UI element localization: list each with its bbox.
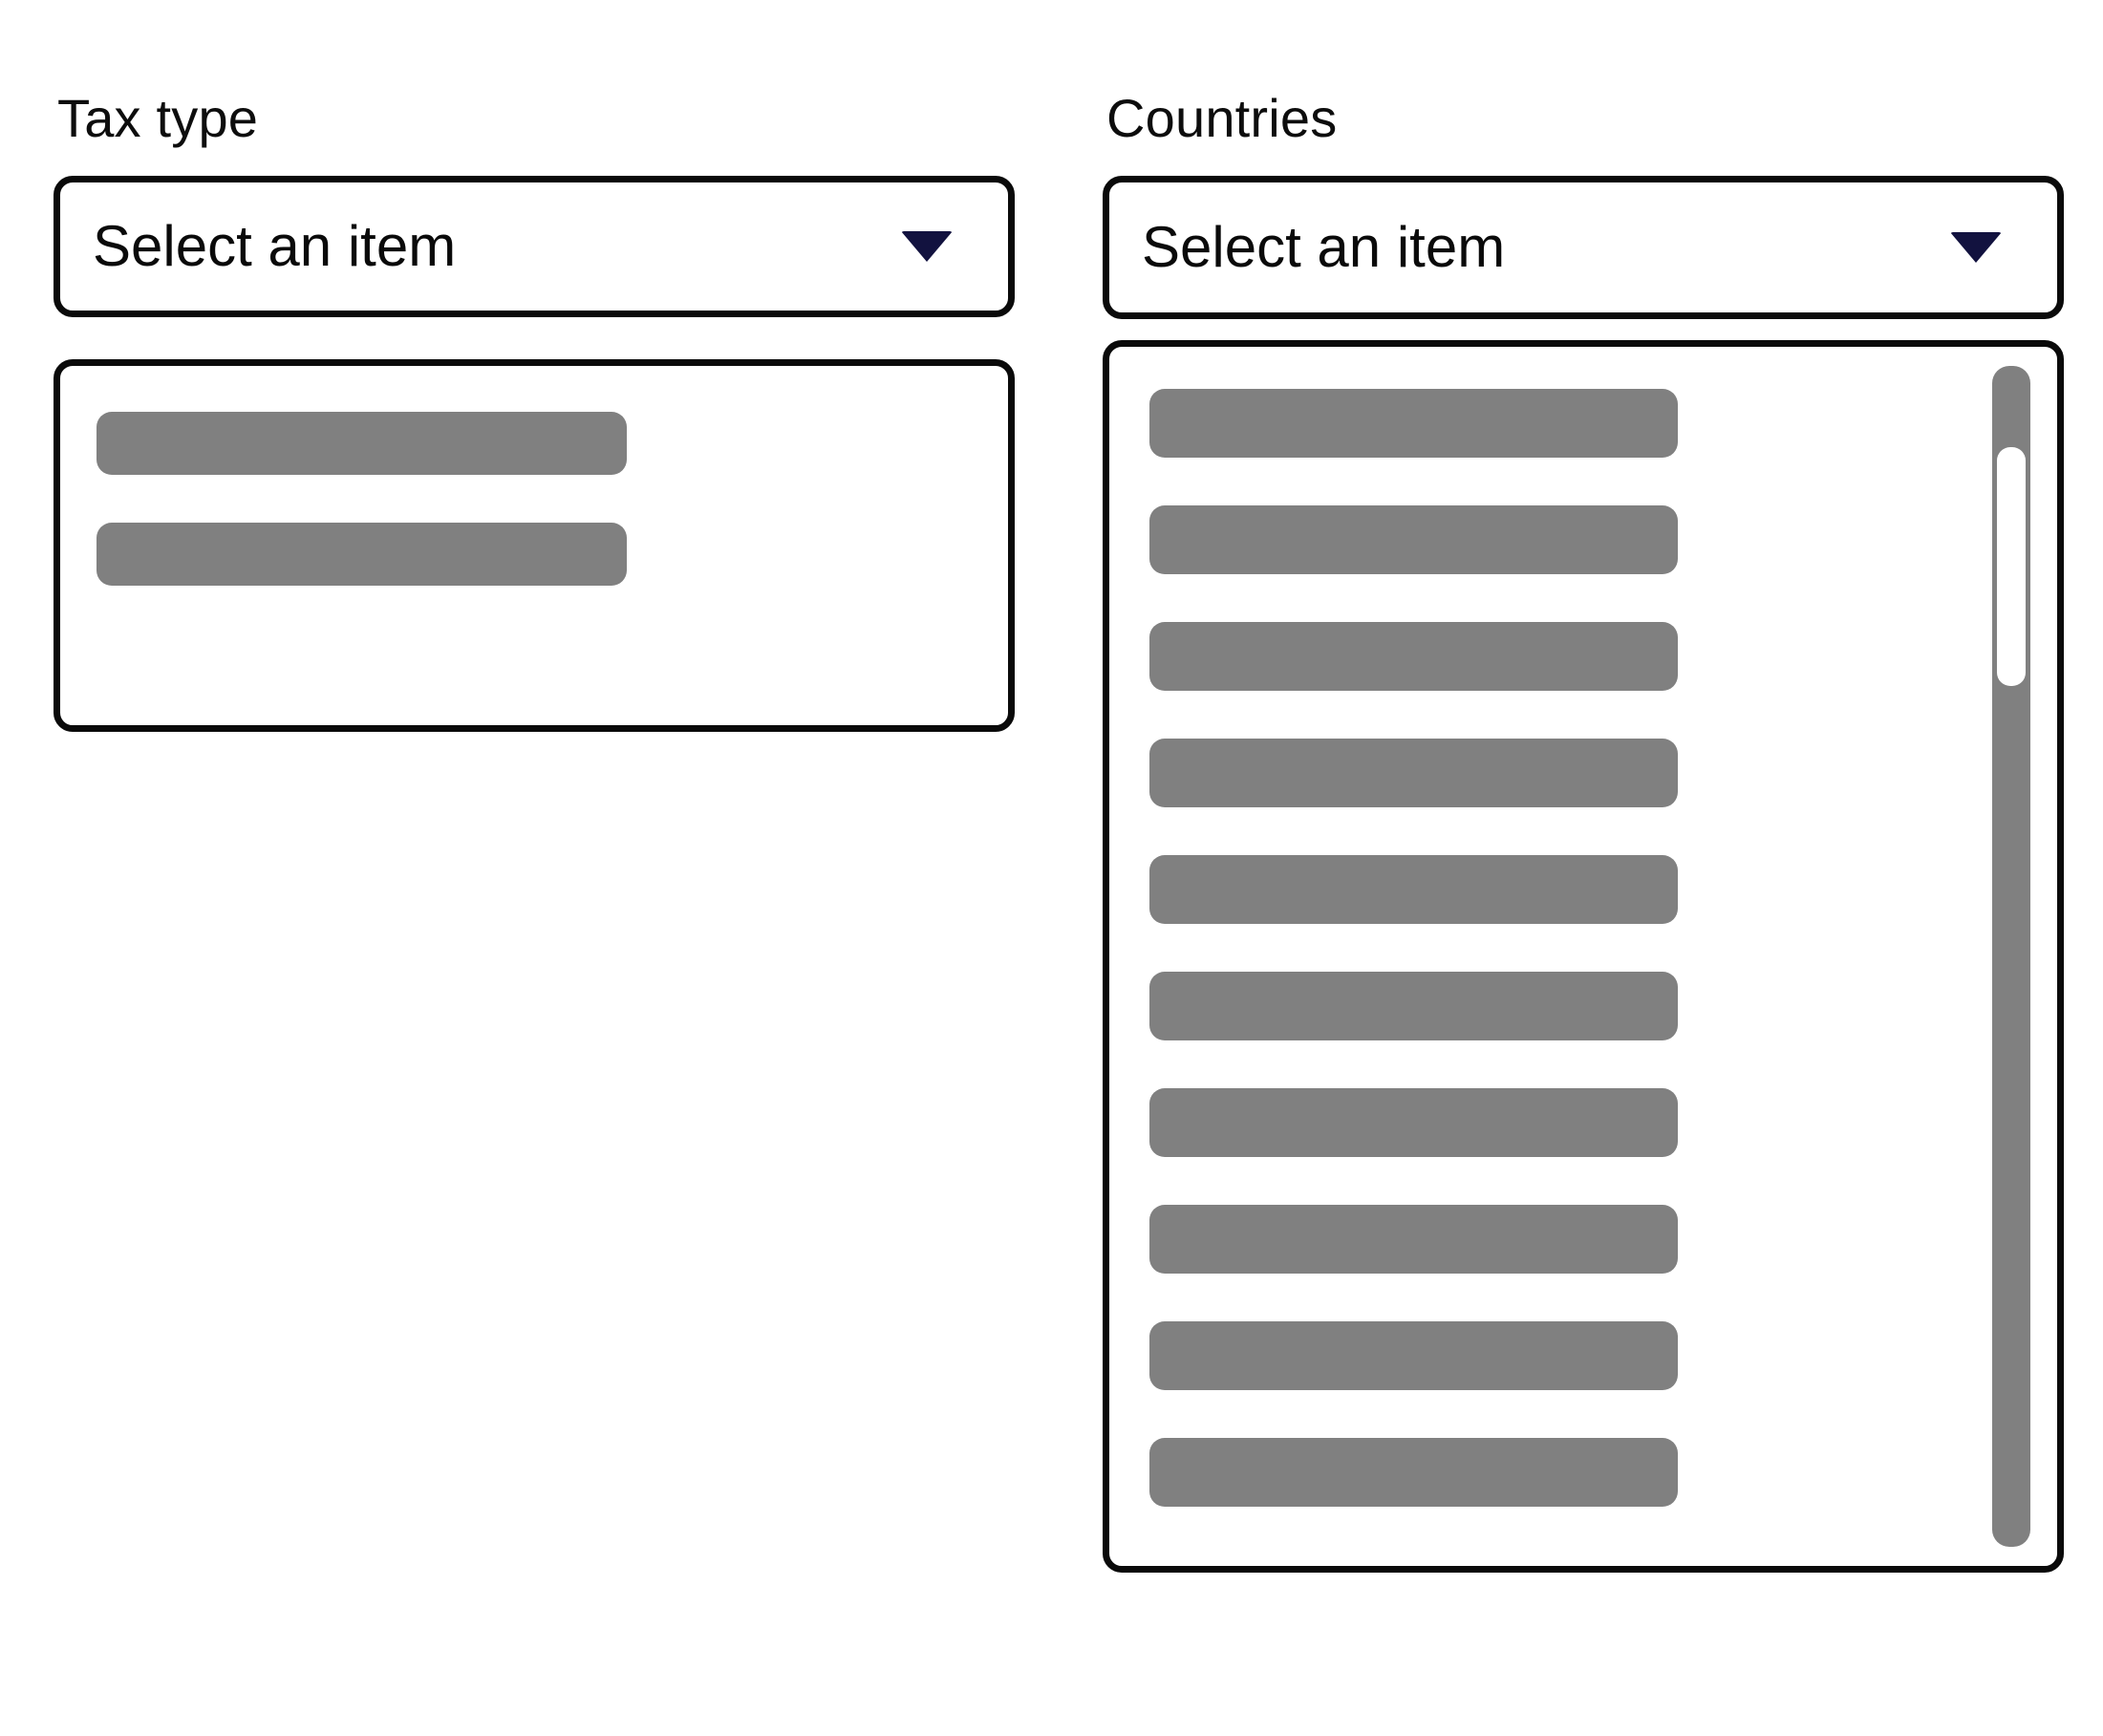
tax-type-select-value: Select an item bbox=[93, 218, 457, 275]
chevron-down-icon[interactable] bbox=[1950, 232, 2002, 263]
field-group-tax-type: Tax type Select an item bbox=[54, 92, 1028, 732]
list-item[interactable] bbox=[1149, 1321, 1678, 1390]
tax-type-dropdown-panel[interactable] bbox=[54, 359, 1015, 732]
field-group-countries: Countries Select an item bbox=[1103, 92, 2070, 1573]
countries-label: Countries bbox=[1106, 88, 1338, 148]
list-item[interactable] bbox=[1149, 1205, 1678, 1274]
list-item[interactable] bbox=[1149, 622, 1678, 691]
list-item[interactable] bbox=[1149, 972, 1678, 1040]
list-item[interactable] bbox=[1149, 389, 1678, 458]
countries-select[interactable]: Select an item bbox=[1103, 176, 2064, 319]
list-item[interactable] bbox=[97, 412, 627, 475]
tax-type-select[interactable]: Select an item bbox=[54, 176, 1015, 317]
tax-type-label: Tax type bbox=[57, 88, 259, 148]
countries-scrollbar[interactable] bbox=[1992, 366, 2030, 1547]
list-item[interactable] bbox=[1149, 855, 1678, 924]
countries-dropdown-panel[interactable] bbox=[1103, 340, 2064, 1573]
chevron-down-icon[interactable] bbox=[901, 231, 953, 262]
countries-option-list bbox=[1109, 389, 2057, 1507]
list-item[interactable] bbox=[1149, 1088, 1678, 1157]
list-item[interactable] bbox=[1149, 1438, 1678, 1507]
list-item[interactable] bbox=[97, 523, 627, 586]
tax-type-option-list bbox=[60, 412, 1008, 586]
list-item[interactable] bbox=[1149, 505, 1678, 574]
countries-select-value: Select an item bbox=[1142, 219, 1506, 276]
countries-scrollbar-thumb[interactable] bbox=[1997, 447, 2026, 686]
list-item[interactable] bbox=[1149, 739, 1678, 807]
